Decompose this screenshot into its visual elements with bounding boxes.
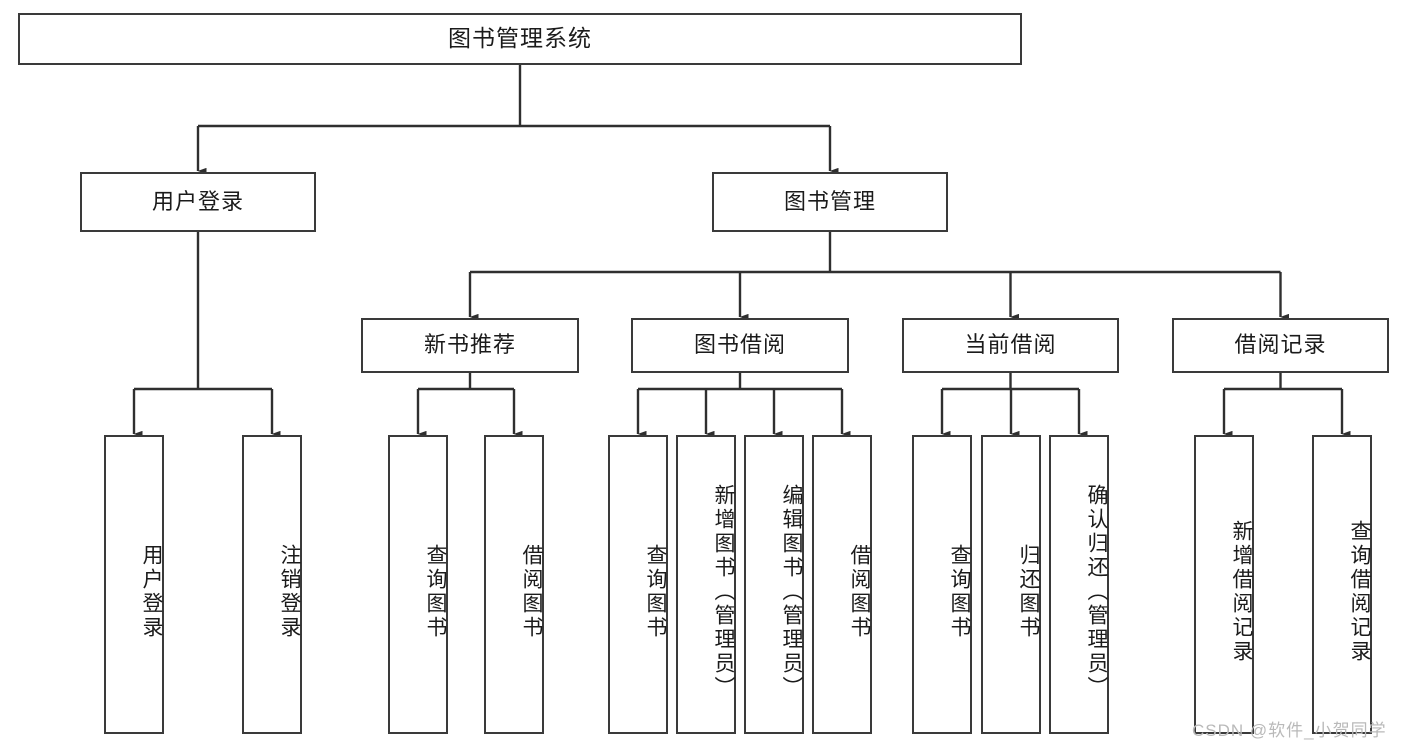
node-label: 查询图书 (424, 543, 447, 640)
node-label: 当前借阅 (964, 332, 1057, 358)
node-label: 确认归还（管理员） (1085, 483, 1108, 700)
node-l-13[interactable]: 查询借阅记录 (1312, 435, 1372, 734)
node-n-cur[interactable]: 当前借阅 (902, 318, 1119, 373)
node-l-4[interactable]: 借阅图书 (484, 435, 544, 734)
node-label: 查询图书 (948, 543, 971, 640)
node-label: 查询借阅记录 (1348, 519, 1371, 664)
node-label: 查询图书 (644, 543, 667, 640)
node-l-1[interactable]: 用户登录 (104, 435, 164, 734)
node-l-3[interactable]: 查询图书 (388, 435, 448, 734)
node-label: 图书管理 (783, 188, 876, 214)
node-l-2[interactable]: 注销登录 (242, 435, 302, 734)
node-label: 归还图书 (1017, 543, 1040, 640)
node-n-rec[interactable]: 借阅记录 (1172, 318, 1389, 373)
node-l-9[interactable]: 查询图书 (912, 435, 972, 734)
node-n-book[interactable]: 图书管理 (712, 172, 948, 232)
node-label: 新增图书（管理员） (712, 483, 735, 700)
node-l-11[interactable]: 确认归还（管理员） (1049, 435, 1109, 734)
node-label: 图书管理系统 (448, 25, 592, 52)
csdn-watermark: CSDN @软件_小贺同学 (1192, 721, 1387, 740)
node-label: 借阅图书 (520, 543, 543, 640)
node-label: 用户登录 (151, 188, 244, 214)
node-label: 新书推荐 (423, 332, 516, 358)
node-label: 用户登录 (140, 543, 163, 640)
node-n-borrow[interactable]: 图书借阅 (631, 318, 849, 373)
node-l-6[interactable]: 新增图书（管理员） (676, 435, 736, 734)
node-n-login[interactable]: 用户登录 (80, 172, 316, 232)
node-label: 借阅图书 (848, 543, 871, 640)
node-label: 借阅记录 (1234, 332, 1327, 358)
node-l-12[interactable]: 新增借阅记录 (1194, 435, 1254, 734)
node-label: 图书借阅 (693, 332, 786, 358)
edges (132, 65, 1351, 438)
node-l-5[interactable]: 查询图书 (608, 435, 668, 734)
node-root[interactable]: 图书管理系统 (18, 13, 1022, 65)
node-label: 新增借阅记录 (1230, 519, 1253, 664)
node-l-8[interactable]: 借阅图书 (812, 435, 872, 734)
node-label: 注销登录 (278, 543, 301, 640)
node-n-new[interactable]: 新书推荐 (361, 318, 579, 373)
node-l-7[interactable]: 编辑图书（管理员） (744, 435, 804, 734)
node-label: 编辑图书（管理员） (780, 483, 803, 700)
node-l-10[interactable]: 归还图书 (981, 435, 1041, 734)
